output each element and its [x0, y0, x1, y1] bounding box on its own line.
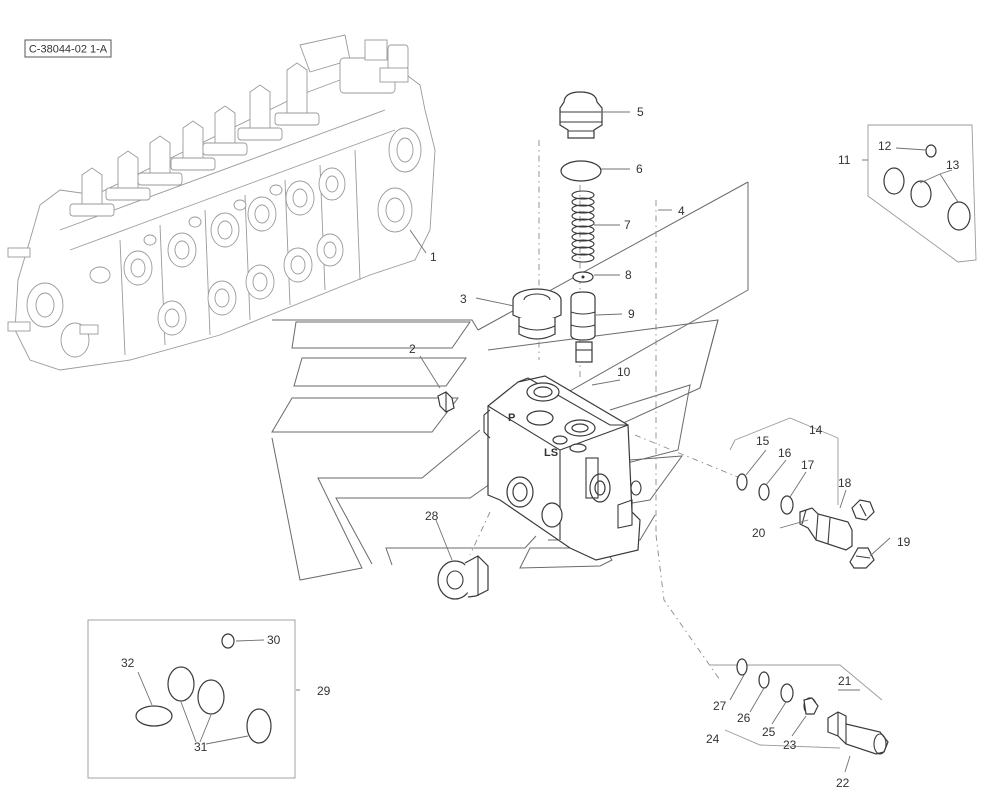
callout-26: 26	[737, 711, 751, 725]
callout-4: 4	[678, 204, 685, 218]
sensor-assembly-21	[710, 658, 889, 755]
reference-code: C-38044-02 1-A	[29, 44, 108, 56]
callout-5: 5	[637, 105, 644, 119]
callout-labels: 1 2 3 4 5 6 7 8 9 10 11 12 13 14 15 16 1…	[121, 105, 960, 790]
leader-lines	[137, 111, 959, 773]
part-28-plug	[437, 555, 489, 600]
callout-21: 21	[838, 674, 852, 688]
callout-7: 7	[624, 218, 631, 232]
port-label-load-sense: LS	[544, 447, 558, 459]
callout-24: 24	[706, 732, 720, 746]
seal-kit-29	[87, 619, 296, 779]
callout-22: 22	[836, 776, 850, 790]
callout-18: 18	[838, 476, 852, 490]
callout-8: 8	[625, 268, 632, 282]
callout-11: 11	[838, 153, 851, 167]
callout-30: 30	[267, 633, 281, 647]
callout-16: 16	[778, 446, 792, 460]
valve-bank-assembly	[7, 34, 436, 371]
callout-3: 3	[460, 292, 467, 306]
callout-32: 32	[121, 656, 135, 670]
callout-17: 17	[801, 458, 815, 472]
callout-9: 9	[628, 307, 635, 321]
callout-29: 29	[317, 684, 331, 698]
callout-31: 31	[194, 740, 208, 754]
port-label-pressure: P	[508, 412, 515, 424]
callout-10: 10	[617, 365, 631, 379]
callout-14: 14	[809, 423, 823, 437]
callout-28: 28	[425, 509, 439, 523]
callout-13: 13	[946, 158, 960, 172]
callout-15: 15	[756, 434, 770, 448]
reference-code-box: C-38044-02 1-A	[24, 39, 112, 58]
kit-11-seal-box	[867, 124, 977, 263]
callout-1: 1	[430, 250, 437, 264]
callout-20: 20	[752, 526, 766, 540]
callout-12: 12	[878, 139, 892, 153]
callout-25: 25	[762, 725, 776, 739]
sensor-assembly-14	[729, 417, 875, 569]
callout-2: 2	[409, 342, 416, 356]
callout-27: 27	[713, 699, 727, 713]
callout-6: 6	[636, 162, 643, 176]
callout-19: 19	[897, 535, 911, 549]
priority-valve-body	[271, 91, 749, 681]
callout-23: 23	[783, 738, 797, 752]
